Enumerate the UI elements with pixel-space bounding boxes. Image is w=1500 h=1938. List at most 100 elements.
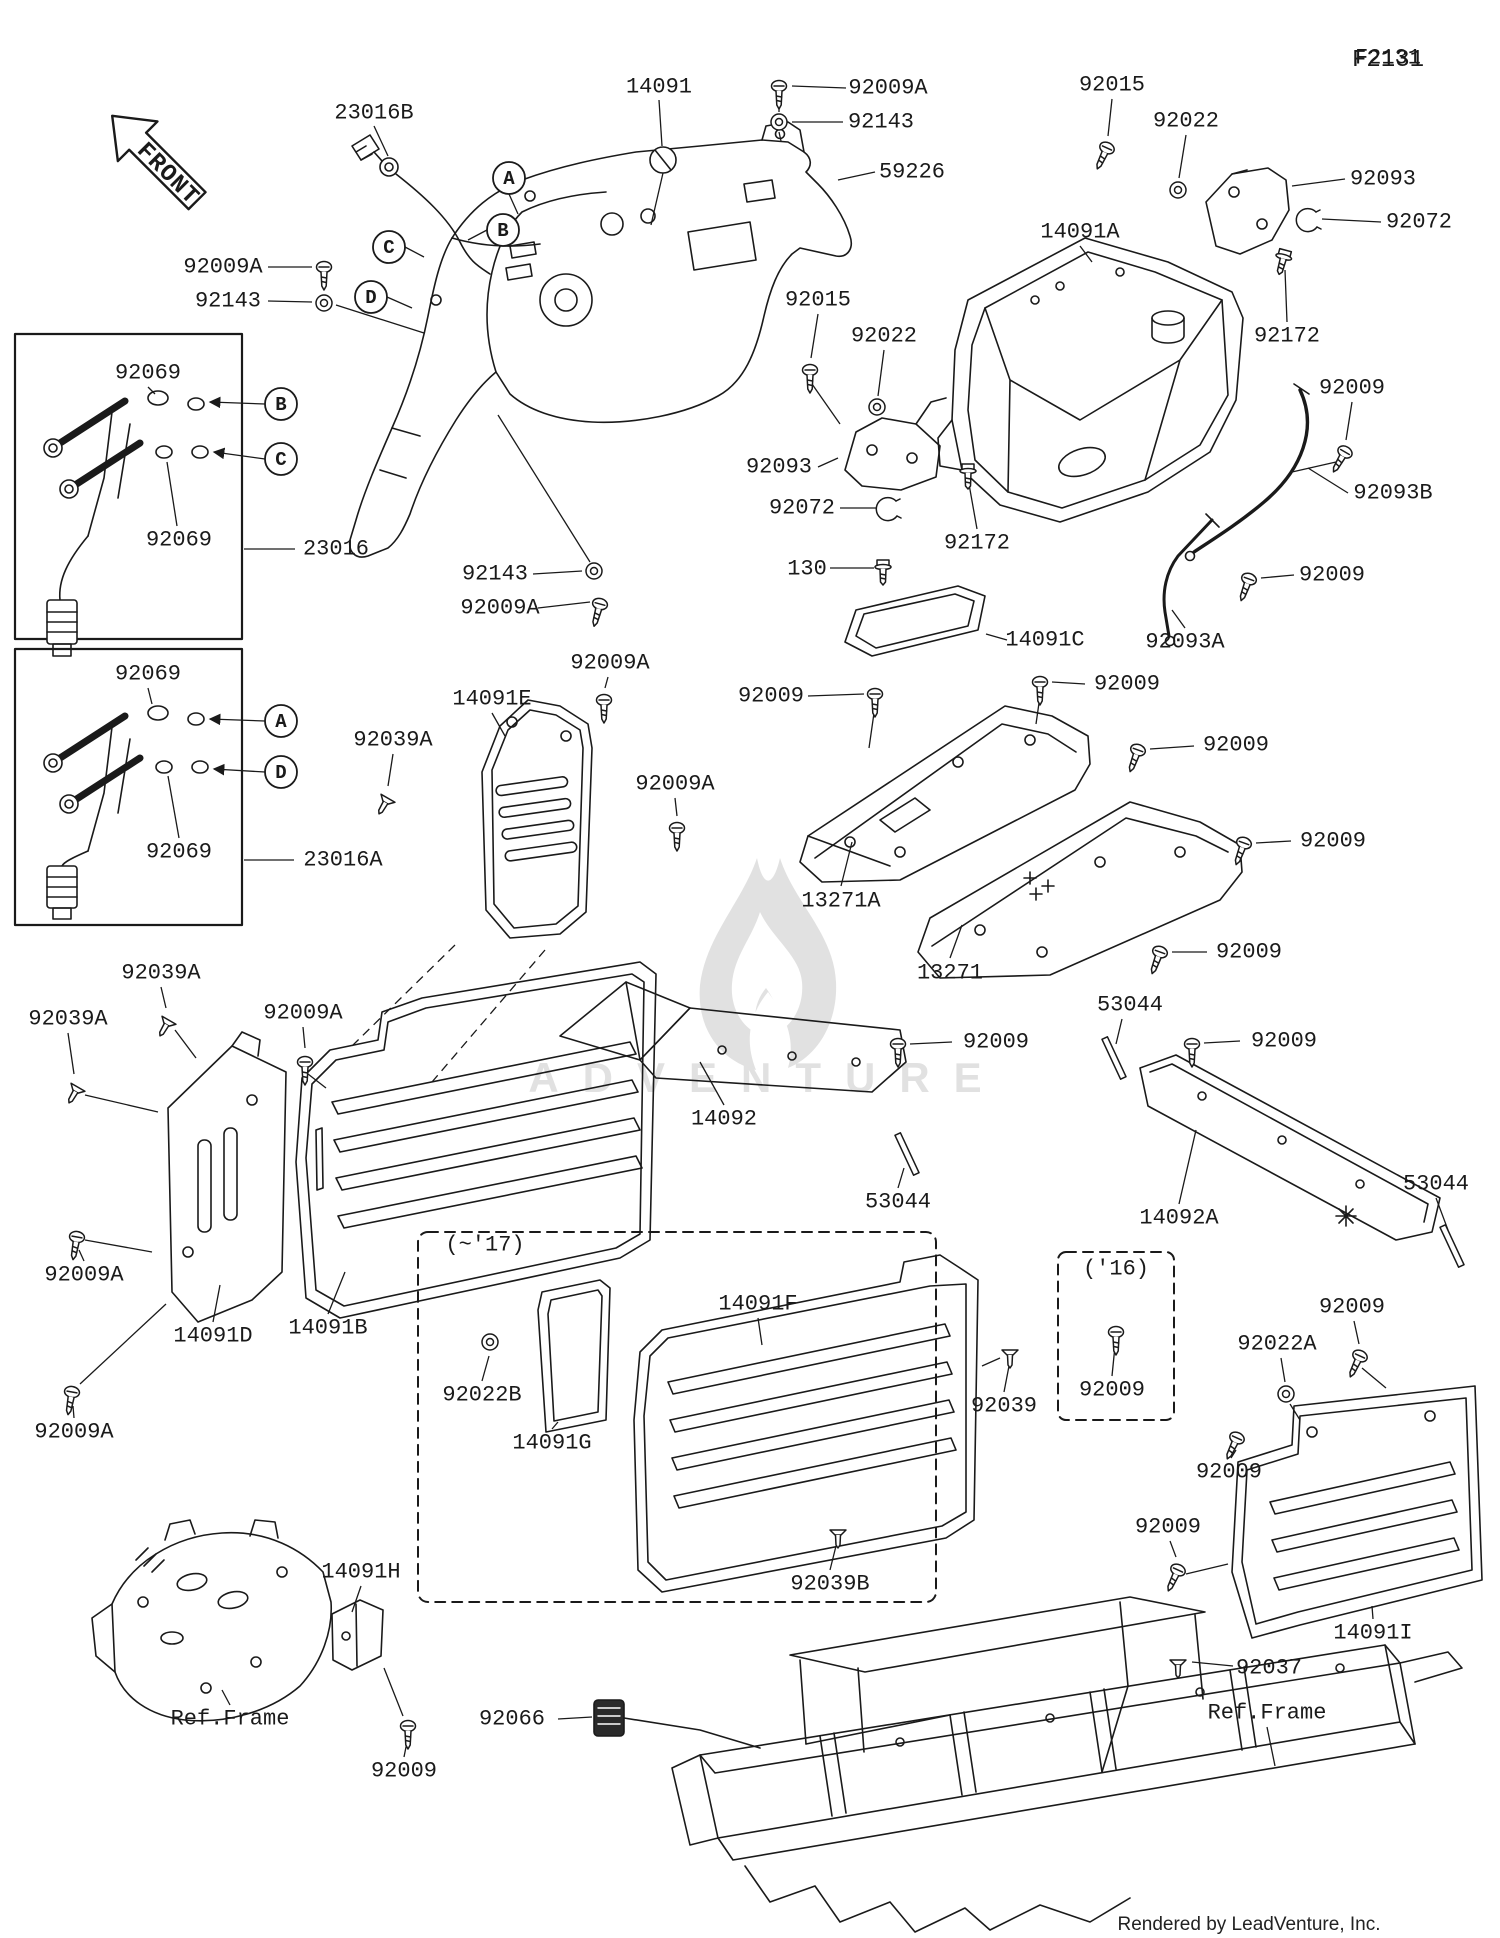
leader-line [1345, 401, 1353, 441]
part-label: 92009A [460, 596, 540, 621]
part-label: 92009 [1196, 1460, 1262, 1485]
part-label: 92066 [479, 1707, 545, 1732]
part-sill-14092a [1139, 1054, 1441, 1241]
part-damper-92066 [593, 1699, 761, 1749]
leader-line [467, 229, 488, 241]
leader-line [1230, 1449, 1237, 1459]
callout-circle [264, 704, 298, 738]
screw-glyph [1031, 675, 1049, 706]
screw-glyph [595, 693, 613, 724]
screw-glyph [1160, 1561, 1188, 1595]
leader-line [78, 1249, 85, 1262]
part-label: 23016 [303, 537, 369, 562]
callout-arrow [208, 396, 266, 409]
leader-line [166, 461, 178, 527]
washer-glyph [868, 398, 886, 416]
part-bracket-14092 [559, 981, 907, 1093]
part-label: 92093 [1350, 167, 1416, 192]
leader-line [307, 1073, 327, 1089]
part-plate-13271a [799, 705, 1091, 883]
part-label: 92009 [1094, 672, 1160, 697]
leader-line [1178, 1129, 1197, 1205]
callout-B: B [486, 213, 520, 247]
part-bracket-92093-top [1205, 167, 1290, 255]
leader-line [650, 172, 664, 226]
part-label: 14091E [452, 687, 531, 712]
leader-line [1260, 574, 1295, 579]
rivet-glyph [1001, 1349, 1019, 1369]
part-grommet-14091 [649, 146, 677, 174]
part-panel-14091f [633, 1254, 979, 1593]
part-label: 92093 [746, 455, 812, 480]
leader-line [1361, 1367, 1387, 1389]
leader-line [674, 797, 678, 817]
part-label: 13271 [917, 961, 983, 986]
leader-line [1149, 745, 1195, 750]
leader-line [778, 131, 782, 142]
leader-line [84, 1094, 159, 1113]
part-label: 92015 [785, 288, 851, 313]
leader-line [404, 246, 425, 258]
leader-line [817, 457, 839, 468]
leader-line [757, 1317, 763, 1346]
callout-arrow [212, 763, 266, 776]
part-label: 92072 [769, 496, 835, 521]
callout-circle [264, 387, 298, 421]
part-label: 92009 [1203, 733, 1269, 758]
rod-glyph [894, 1132, 920, 1176]
bolt-glyph [959, 463, 977, 490]
callout-D: D [354, 280, 388, 314]
callout-letter: C [275, 449, 286, 471]
part-label: 23016A [303, 848, 383, 873]
leader-line [160, 986, 167, 1009]
part-label: 92009 [1319, 376, 1385, 401]
front-arrow-label: FRONT [131, 138, 205, 212]
leader-line [373, 125, 389, 157]
screw-glyph [59, 1384, 82, 1417]
leader-line [1115, 1018, 1123, 1045]
washer-glyph [1277, 1385, 1295, 1403]
leader-line [557, 1716, 593, 1720]
part-label: 92039A [121, 961, 201, 986]
rivet-glyph [371, 793, 396, 819]
figure-code: F2131 [1352, 47, 1424, 74]
leader-line [1203, 1040, 1241, 1044]
part-plate-14091g [537, 1279, 611, 1433]
ref-frame-rear [671, 1596, 1463, 1933]
part-label: 92009A [263, 1001, 343, 1026]
part-cable-23016b [351, 134, 491, 275]
callout-A: A [264, 704, 298, 738]
bolt-glyph [1270, 247, 1295, 278]
part-label: 13271A [801, 889, 881, 914]
diagram-parts: FRONT [13, 114, 1483, 1933]
leader-line [877, 349, 885, 397]
washer-glyph [315, 294, 333, 312]
callout-letter: A [275, 711, 287, 733]
leader-line [837, 171, 876, 181]
screw-glyph [1107, 1325, 1125, 1356]
leader-line [67, 1032, 75, 1075]
leader-line [699, 1061, 725, 1106]
callout-arrow [212, 447, 266, 460]
part-label: 14091H [321, 1560, 400, 1585]
leader-line [949, 924, 963, 959]
leader-line [1307, 467, 1349, 494]
callout-letter: B [497, 220, 508, 242]
part-label: 92172 [944, 531, 1010, 556]
leader-line [1353, 1320, 1360, 1345]
callout-circle [486, 213, 520, 247]
callout-letter: D [275, 762, 286, 784]
callout-letter: B [275, 394, 286, 416]
part-label: 92022B [442, 1383, 521, 1408]
callout-letter: D [365, 287, 376, 309]
leader-line [537, 601, 591, 609]
leader-line [1289, 1403, 1301, 1421]
leader-line [327, 1271, 346, 1315]
part-bracket-14091h [331, 1599, 384, 1671]
part-label: 92039 [971, 1394, 1037, 1419]
part-panel-14091d [167, 1031, 287, 1323]
leader-line [909, 1041, 953, 1045]
callout-circle [264, 755, 298, 789]
screw-glyph [1122, 741, 1148, 775]
leader-line [1266, 1726, 1276, 1767]
